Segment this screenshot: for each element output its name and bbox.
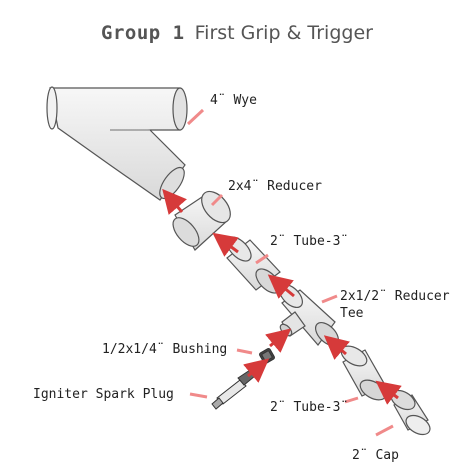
arrow-cap-to-tube xyxy=(375,380,402,405)
group-label: Group 1 xyxy=(101,22,185,44)
diagram-title: Group 1 First Grip & Trigger xyxy=(0,22,474,44)
pointer-tube-upper xyxy=(255,253,269,265)
pointer-cap xyxy=(375,424,394,437)
label-spark-plug: Igniter Spark Plug xyxy=(33,387,174,402)
arrow-tube-to-tee xyxy=(323,335,350,360)
assembly-arrows xyxy=(162,188,402,405)
label-reducer: 2x4¨ Reducer xyxy=(228,179,322,194)
reducer-part xyxy=(172,190,231,251)
arrow-plug-to-bushing xyxy=(243,358,270,383)
pointer-spark-plug xyxy=(189,392,208,399)
tube-lower-part xyxy=(340,345,387,401)
pointer-reducer xyxy=(210,193,224,207)
label-tube-upper: 2¨ Tube-3¨ xyxy=(270,234,349,249)
label-wye: 4¨ Wye xyxy=(210,93,257,108)
arrow-tube-to-reducer xyxy=(212,232,239,257)
arrow-bushing-to-tee xyxy=(265,328,292,353)
label-tube-lower: 2¨ Tube-3¨ xyxy=(270,400,349,415)
arrow-reducer-to-wye xyxy=(162,188,187,215)
bushing-part xyxy=(259,348,275,364)
label-bushing: 1/2x1/4¨ Bushing xyxy=(102,342,228,357)
label-cap: 2¨ Cap xyxy=(352,448,399,463)
label-reducer-tee-line2: Tee xyxy=(340,306,364,321)
pointer-bushing xyxy=(236,348,253,355)
arrow-tee-to-tube xyxy=(267,274,295,299)
group-subtitle: First Grip & Trigger xyxy=(194,22,373,44)
label-pointers xyxy=(186,108,394,437)
pointer-tube-lower xyxy=(344,396,359,404)
pointer-tee xyxy=(321,294,338,304)
wye-pipe xyxy=(46,86,188,201)
pointer-wye xyxy=(186,108,205,126)
label-reducer-tee: 2x1/2¨ Reducer xyxy=(340,289,450,304)
